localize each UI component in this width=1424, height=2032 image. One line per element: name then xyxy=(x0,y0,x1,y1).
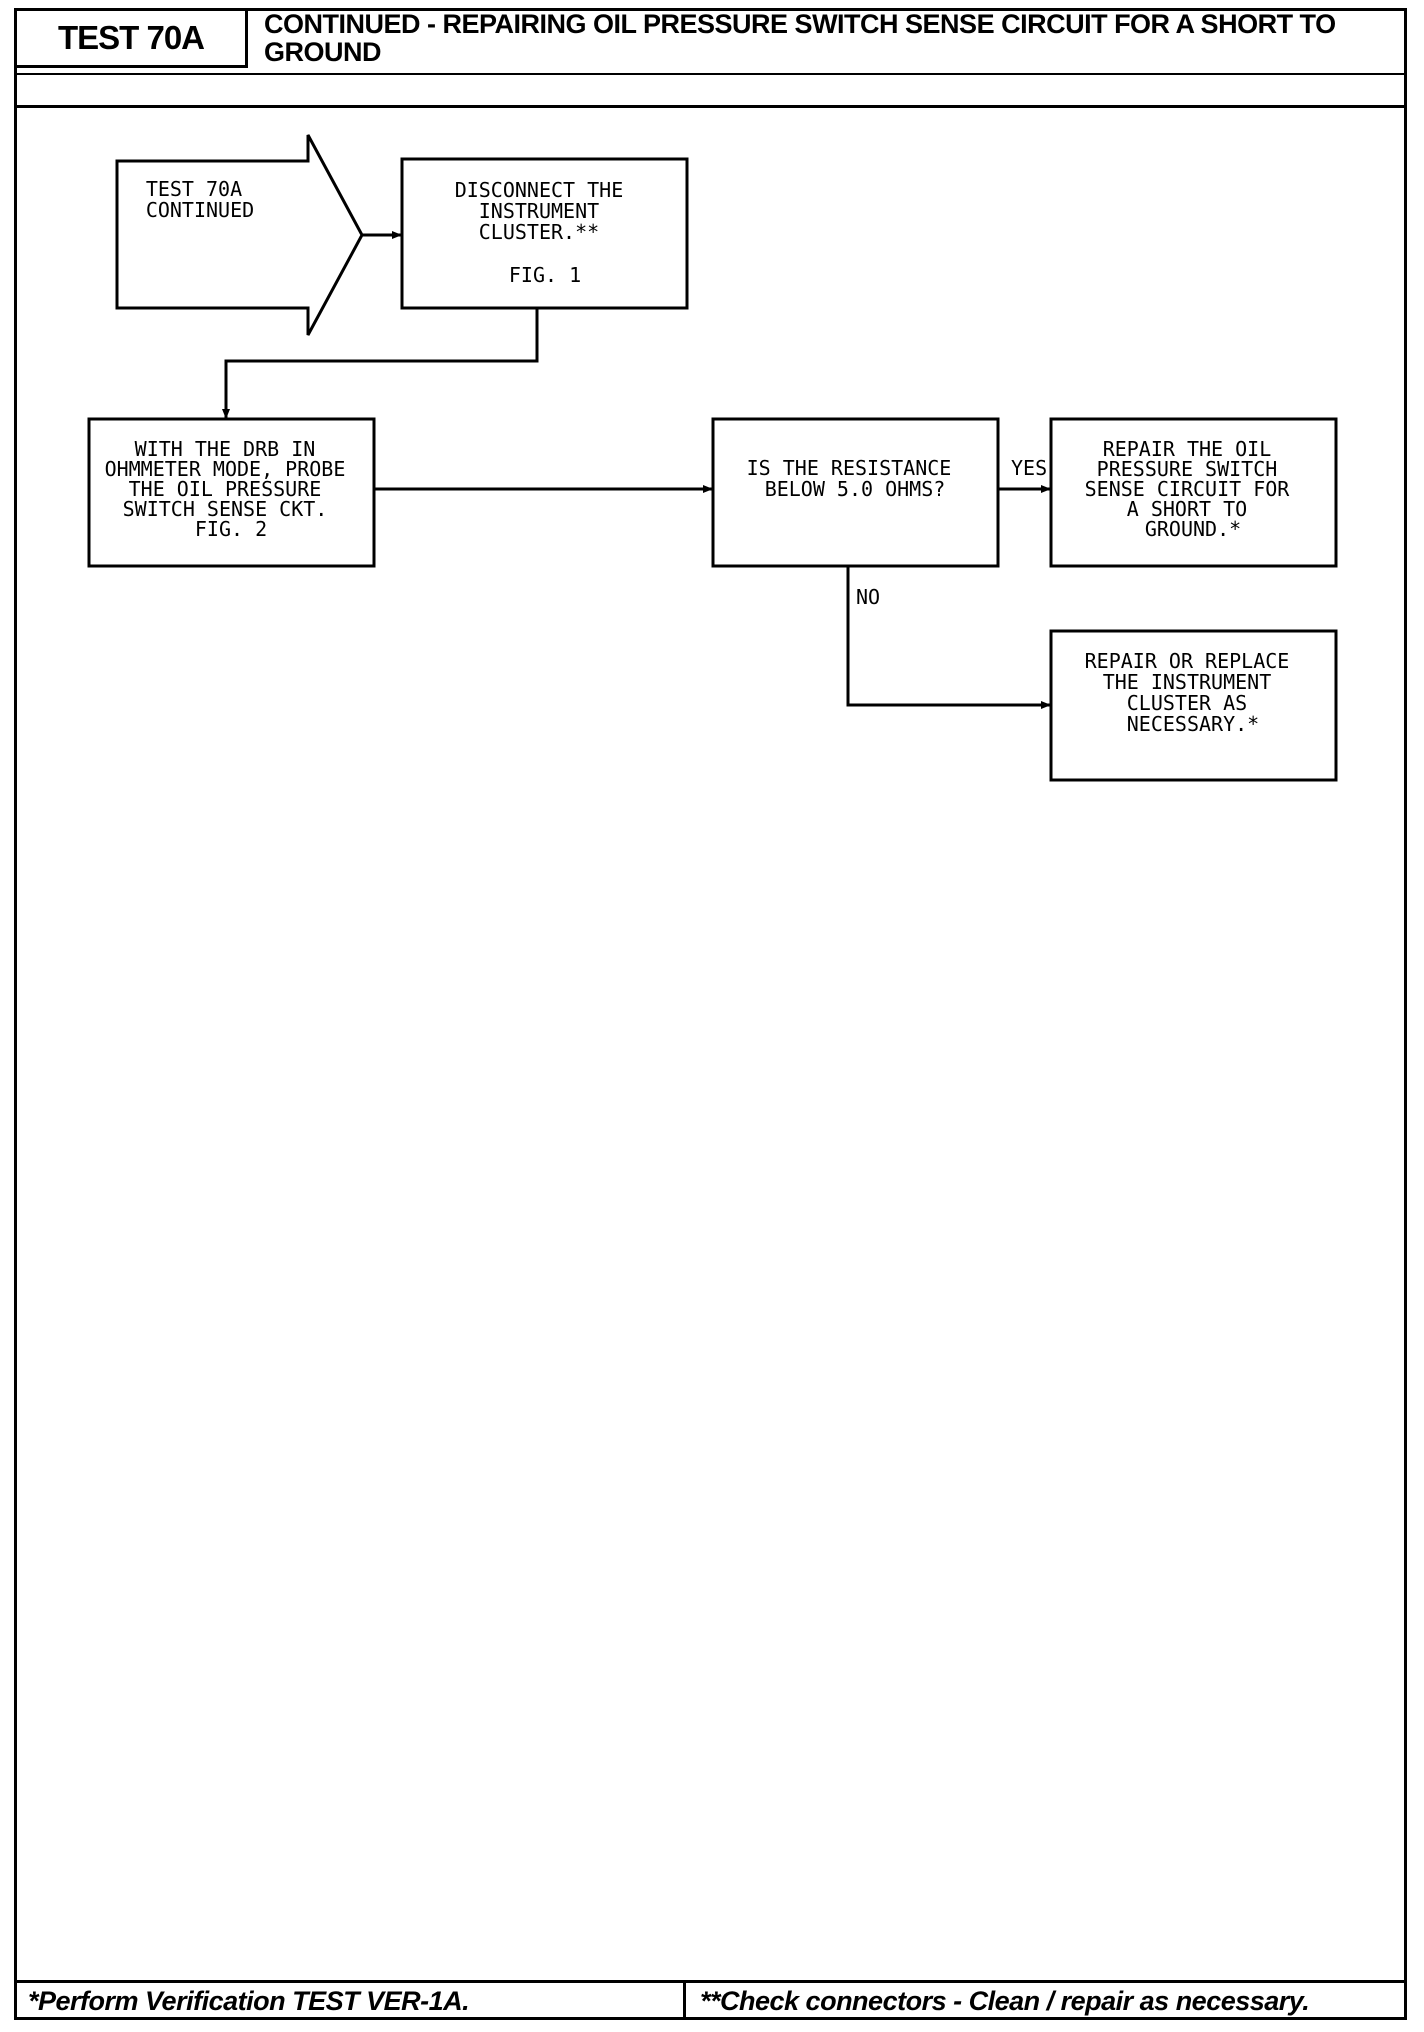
header-divider xyxy=(14,73,1407,75)
node-repair-circuit-line: A SHORT TO xyxy=(1127,497,1247,521)
footer-divider xyxy=(683,1980,686,2020)
node-repair-cluster-line: REPAIR OR REPLACE xyxy=(1085,649,1290,673)
node-disconnect-box xyxy=(400,157,689,310)
node-question-text: IS THE RESISTANCE BELOW 5.0 OHMS? xyxy=(747,456,964,501)
node-probe-line: FIG. 2 xyxy=(195,517,267,541)
node-repair-circuit-line: GROUND.* xyxy=(1145,517,1241,541)
node-disconnect-line: CLUSTER.** xyxy=(479,220,599,244)
node-probe-box xyxy=(87,417,376,568)
node-repair-cluster-line: THE INSTRUMENT xyxy=(1103,670,1272,694)
node-repair-cluster-line: NECESSARY.* xyxy=(1127,712,1259,736)
node-start-text: TEST 70A CONTINUED xyxy=(146,177,254,222)
node-disconnect-line: FIG. 1 xyxy=(509,263,581,287)
node-question-box xyxy=(711,417,1000,568)
node-probe-line: THE OIL PRESSURE xyxy=(129,477,322,501)
node-question-line: BELOW 5.0 OHMS? xyxy=(765,477,946,501)
edge-disconnect-to-probe xyxy=(222,308,539,419)
node-disconnect-text: DISCONNECT THE INSTRUMENT CLUSTER.** FIG… xyxy=(455,178,636,287)
node-disconnect-line: DISCONNECT THE xyxy=(455,178,624,202)
node-start-line: CONTINUED xyxy=(146,198,254,222)
test-number-label: TEST 70A xyxy=(14,8,248,68)
footer-band xyxy=(14,1980,1407,2020)
node-question-line: IS THE RESISTANCE xyxy=(747,456,952,480)
node-repair-circuit-line: REPAIR THE OIL xyxy=(1103,437,1272,461)
edge-question-to-repair-cluster xyxy=(846,566,1051,709)
edge-label-yes: YES xyxy=(1011,456,1047,480)
node-repair-cluster-text: REPAIR OR REPLACE THE INSTRUMENT CLUSTER… xyxy=(1085,649,1302,736)
footer-note-verification: *Perform Verification TEST VER-1A. xyxy=(28,1986,470,2016)
node-start-shape xyxy=(115,134,364,336)
node-repair-cluster-box xyxy=(1049,629,1338,782)
node-probe-line: SWITCH SENSE CKT. xyxy=(123,497,328,521)
node-repair-circuit-text: REPAIR THE OIL PRESSURE SWITCH SENSE CIR… xyxy=(1085,437,1302,541)
node-repair-circuit-line: PRESSURE SWITCH xyxy=(1097,457,1278,481)
footer-note-connectors: **Check connectors - Clean / repair as n… xyxy=(700,1986,1310,2016)
edge-label-no: NO xyxy=(856,585,880,609)
node-probe-line: WITH THE DRB IN xyxy=(135,437,316,461)
node-probe-line: OHMMETER MODE, PROBE xyxy=(105,457,346,481)
node-repair-circuit-box xyxy=(1049,417,1338,568)
node-repair-cluster-line: CLUSTER AS xyxy=(1127,691,1247,715)
node-start-line: TEST 70A xyxy=(146,177,242,201)
node-probe-text: WITH THE DRB IN OHMMETER MODE, PROBE THE… xyxy=(105,437,358,541)
node-disconnect-line: INSTRUMENT xyxy=(479,199,599,223)
page-title: CONTINUED - REPAIRING OIL PRESSURE SWITC… xyxy=(264,9,1336,67)
